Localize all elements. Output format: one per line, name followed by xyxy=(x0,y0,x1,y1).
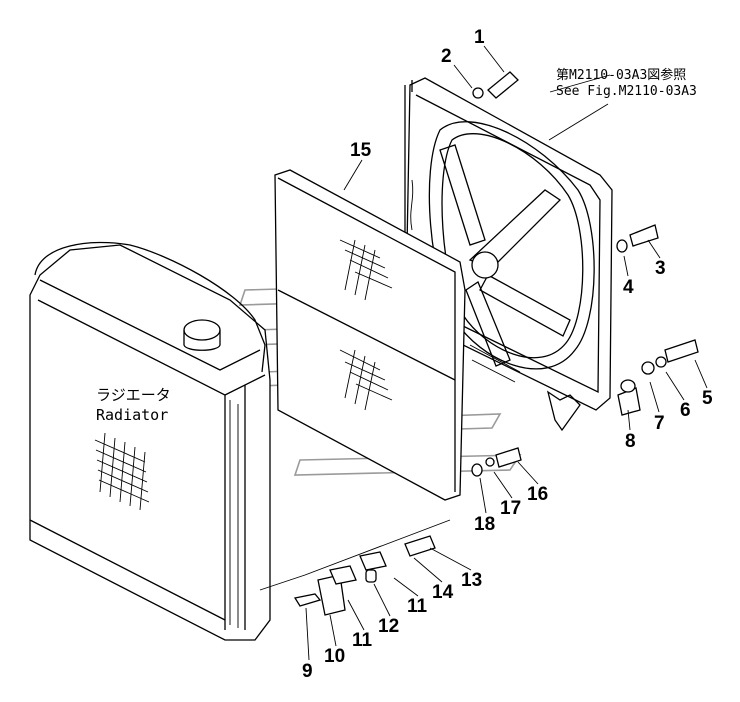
radiator-label-japanese: ラジエータ xyxy=(96,386,171,404)
callout-2: 2 xyxy=(441,46,452,67)
callout-7: 7 xyxy=(654,413,665,434)
callout-4: 4 xyxy=(623,277,634,298)
radiator-body xyxy=(29,241,271,641)
reference-note-english: See Fig.M2110-03A3 xyxy=(556,84,697,99)
small-parts xyxy=(293,71,699,616)
callout-13: 13 xyxy=(461,570,482,591)
radiator-label: ラジエータ Radiator xyxy=(96,386,171,424)
callout-16: 16 xyxy=(527,484,548,505)
callout-12: 12 xyxy=(378,616,399,637)
reference-note: 第M2110-03A3図参照 See Fig.M2110-03A3 xyxy=(556,67,697,99)
callout-14: 14 xyxy=(432,582,454,603)
callout-15: 15 xyxy=(350,140,372,161)
callout-17: 17 xyxy=(500,498,521,519)
callout-8: 8 xyxy=(625,431,636,452)
callout-11-lower: 11 xyxy=(352,630,373,651)
callout-11-upper: 11 xyxy=(407,596,428,617)
callout-numbers: 1 2 3 4 5 6 7 8 9 10 11 11 12 13 14 15 1… xyxy=(302,27,713,682)
callout-5: 5 xyxy=(702,388,713,409)
leader-lines xyxy=(259,45,708,661)
callout-6: 6 xyxy=(680,400,691,421)
callout-1: 1 xyxy=(474,27,485,48)
callout-18: 18 xyxy=(474,514,495,535)
reference-note-japanese: 第M2110-03A3図参照 xyxy=(556,67,686,83)
callout-10: 10 xyxy=(324,646,345,667)
radiator-label-english: Radiator xyxy=(96,406,168,424)
baffle-panel xyxy=(274,169,466,501)
callout-3: 3 xyxy=(655,258,666,279)
callout-9: 9 xyxy=(302,661,313,682)
